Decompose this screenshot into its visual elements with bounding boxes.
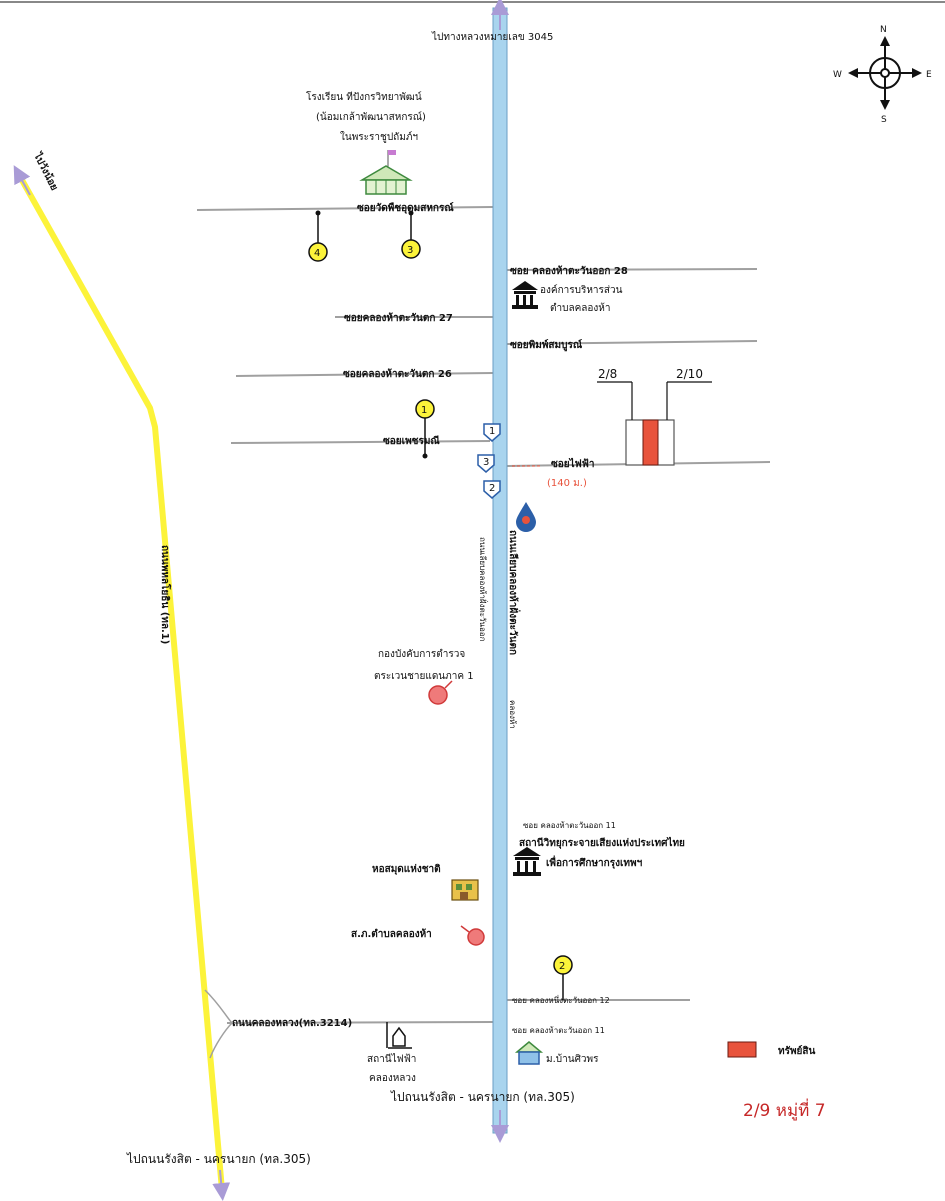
compass-rose: N S W E bbox=[833, 25, 932, 125]
library-icon bbox=[451, 879, 479, 901]
marker-3-pin: 3 bbox=[401, 210, 421, 259]
police-line1: กองบังคับการตำรวจ bbox=[378, 649, 465, 660]
distance-label: (140 ม.) bbox=[547, 478, 587, 489]
electric-station-icon bbox=[386, 1022, 412, 1049]
soi-wat-line bbox=[196, 206, 494, 211]
route-shield-1: 1 bbox=[483, 423, 501, 442]
bottom-road-left-label: ไปถนนรังสิต - นครนายก (ทล.305) bbox=[126, 1152, 311, 1166]
soi-west26-label: ซอยคลองห้าตะวันตก 26 bbox=[343, 368, 452, 380]
wang-noi-direction: ไปวังน้อย bbox=[31, 150, 62, 193]
soi-east12-label: ซอย คลองหนึ่งตะวันออก 12 bbox=[512, 994, 610, 1005]
top-road-label: ไปทางหลวงหมายเลข 3045 bbox=[431, 31, 553, 43]
klong-luang-road-line bbox=[226, 1021, 494, 1024]
compass-n: N bbox=[880, 25, 887, 35]
route-shield-2: 2 bbox=[483, 480, 501, 499]
radio-line2: เพื่อการศึกษากรุงเทพฯ bbox=[546, 855, 643, 869]
bottom-road-main-label: ไปถนนรังสิต - นครนายก (ทล.305) bbox=[390, 1090, 575, 1104]
compass-w: W bbox=[833, 70, 842, 80]
shield-1-label: 1 bbox=[489, 426, 495, 437]
police-marker-icon bbox=[428, 680, 453, 705]
property-caption: 2/9 หมู่ที่ 7 bbox=[743, 1098, 826, 1121]
electric-line2: คลองหลวง bbox=[369, 1073, 416, 1084]
marker-2-label: 2 bbox=[559, 961, 565, 972]
soi-east11-upper-label: ซอย คลองห้าตะวันออก 11 bbox=[523, 821, 616, 830]
soi-phim-line bbox=[506, 340, 758, 345]
marker-2-pin: 2 bbox=[553, 955, 573, 1000]
village-label: ม.บ้านศิวพร bbox=[546, 1053, 599, 1065]
klong-ha-canal bbox=[492, 7, 508, 1134]
soi-phet-label: ซอยเพชรมณี bbox=[383, 435, 440, 447]
radio-building-icon bbox=[513, 847, 541, 876]
soi-east28-line bbox=[506, 268, 758, 271]
school-line2: (น้อมเกล้าพัฒนาสหกรณ์) bbox=[316, 111, 426, 123]
soi-west27-label: ซอยคลองห้าตะวันตก 27 bbox=[344, 312, 453, 324]
marker-4-label: 4 bbox=[314, 248, 320, 259]
marker-4-pin: 4 bbox=[308, 210, 328, 262]
soi-east11-lower-label: ซอย คลองห้าตะวันออก 11 bbox=[512, 1026, 605, 1035]
highway-label: ถนนพหลโยธิน (ทล.1) bbox=[159, 545, 172, 644]
school-icon bbox=[359, 150, 413, 195]
phahonyothin-highway bbox=[15, 171, 225, 1191]
compass-e: E bbox=[926, 70, 932, 80]
plot-2-8: 2/8 bbox=[598, 367, 617, 381]
school-line1: โรงเรียน ทีปังกรวิทยาพัฒน์ bbox=[306, 90, 422, 103]
interchange bbox=[204, 989, 233, 1059]
marker-1-pin: 1 bbox=[415, 399, 435, 459]
school-line3: ในพระราชูปถัมภ์ฯ bbox=[340, 131, 418, 143]
legend-label: ทรัพย์สิน bbox=[778, 1045, 816, 1057]
government-building-icon bbox=[512, 281, 538, 309]
gas-station-icon bbox=[516, 502, 536, 532]
health-center-label: ส.ภ.ตำบลคลองห้า bbox=[351, 928, 432, 940]
health-marker-icon bbox=[460, 925, 485, 946]
village-icon bbox=[514, 1041, 544, 1065]
property-parcel bbox=[642, 419, 659, 466]
marker-1-label: 1 bbox=[421, 405, 427, 416]
plot-2-10: 2/10 bbox=[676, 367, 703, 381]
shield-3-label: 3 bbox=[483, 457, 489, 468]
police-line2: ตระเวนชายแดนภาค 1 bbox=[374, 671, 474, 682]
legend-swatch bbox=[727, 1041, 757, 1058]
soi-phet-line bbox=[230, 440, 491, 444]
highway-top-arrow bbox=[13, 165, 31, 196]
highway-bottom-arrow bbox=[212, 1169, 231, 1201]
compass-s: S bbox=[881, 115, 887, 125]
tambon-office-line2: ตำบลคลองห้า bbox=[550, 302, 611, 314]
soi-east28-label: ซอย คลองห้าตะวันออก 28 bbox=[510, 265, 628, 277]
electric-line1: สถานีไฟฟ้า bbox=[367, 1053, 416, 1065]
main-road-label: ถนนเลียบคลองห้าฝั่งตะวันตก bbox=[507, 530, 521, 655]
shield-2-label: 2 bbox=[489, 483, 495, 494]
tambon-office-line1: องค์การบริหารส่วน bbox=[540, 284, 623, 296]
marker-3-label: 3 bbox=[407, 245, 413, 256]
soi-phim-label: ซอยพิมพ์สมบูรณ์ bbox=[510, 339, 583, 352]
radio-line1: สถานีวิทยุกระจายเสียงแห่งประเทศไทย bbox=[519, 836, 685, 849]
property-plot bbox=[597, 381, 712, 466]
main-road-small-label: คลองห้า bbox=[508, 700, 517, 729]
library-label: หอสมุดแห่งชาติ bbox=[372, 863, 441, 875]
route-shield-3: 3 bbox=[477, 454, 495, 473]
klong-luang-road-label: ถนนคลองหลวง(ทล.3214) bbox=[232, 1018, 352, 1029]
main-road-sublabel: ถนนเลียบคลองห้าฝั่งตะวันออก bbox=[478, 537, 489, 642]
soi-west26-line bbox=[235, 372, 494, 377]
soi-wat-label: ซอยวัดพืชอุดมสหกรณ์ bbox=[357, 202, 454, 214]
soi-faifa-label: ซอยไฟฟ้า bbox=[551, 457, 594, 470]
